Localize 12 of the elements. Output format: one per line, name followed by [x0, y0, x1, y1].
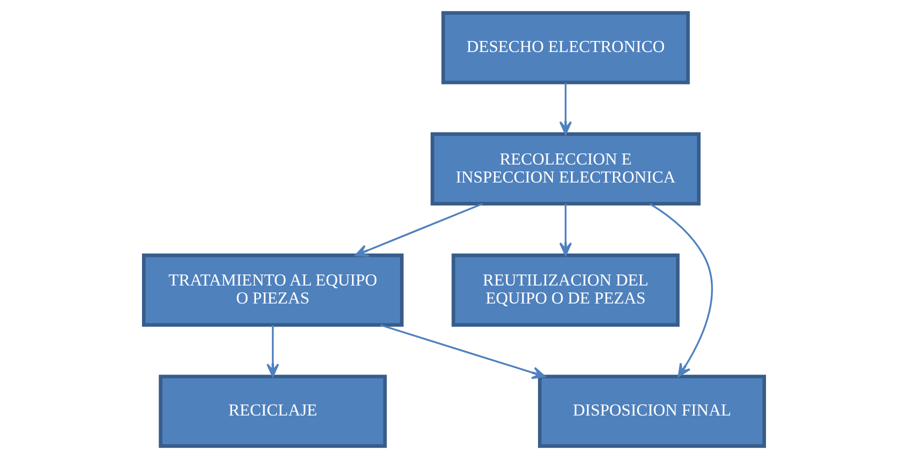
- arrow: [559, 204, 572, 256]
- arrow: [266, 325, 280, 378]
- node-box: REUTILIZACION DEL EQUIPO O DE PEZAS: [452, 254, 680, 327]
- arrow: [380, 324, 546, 379]
- node-box: RECICLAJE: [158, 374, 387, 448]
- arrow: [354, 202, 483, 257]
- arrow: [649, 203, 713, 378]
- node-box: DISPOSICION FINAL: [538, 374, 766, 448]
- arrow: [559, 82, 572, 135]
- node-box: DESECHO ELECTRONICO: [441, 11, 690, 84]
- node-box: TRATAMIENTO AL EQUIPO O PIEZAS: [142, 254, 404, 327]
- node-box: RECOLECCION E INSPECCION ELECTRONICA: [430, 132, 701, 206]
